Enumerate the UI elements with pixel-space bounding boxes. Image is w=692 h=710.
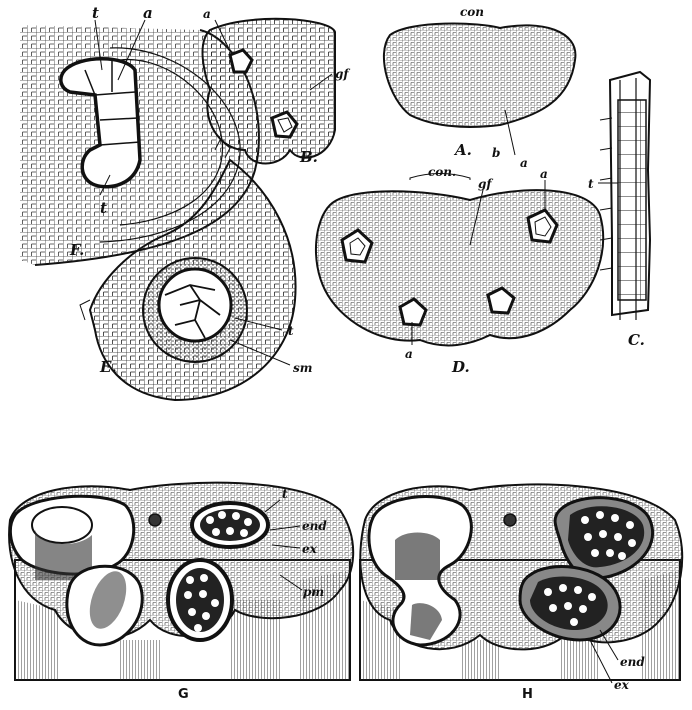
label-a: a <box>405 347 413 361</box>
label-gf: gf <box>335 67 350 81</box>
label-t: t <box>588 177 594 191</box>
label-ex: ex <box>614 678 630 692</box>
panel-d: con. gf a a D. <box>316 165 603 376</box>
panel-g: t end ex pm G <box>9 483 353 702</box>
label-sm: sm <box>293 361 312 375</box>
label-b: b <box>492 146 500 160</box>
label-t: t <box>282 487 288 501</box>
label-t: t <box>92 4 99 22</box>
panel-label-d: D. <box>451 358 470 376</box>
panel-label-e: E. <box>99 358 117 376</box>
label-gf: gf <box>478 177 493 191</box>
label-pm: pm <box>303 585 324 599</box>
panel-a: con A. b a <box>384 5 576 170</box>
panel-label-c: C. <box>628 331 645 349</box>
panel-label-g: G <box>178 687 189 702</box>
panel-label-a: A. <box>453 141 472 159</box>
label-a: a <box>203 7 211 21</box>
panel-label-b: B. <box>299 148 318 166</box>
label-a: a <box>143 4 153 22</box>
panel-b: a gf B. <box>203 7 351 166</box>
label-ex: ex <box>302 542 318 556</box>
panel-label-h: H <box>522 687 533 702</box>
label-end: end <box>620 655 645 669</box>
label-end: end <box>302 519 327 533</box>
label-con: con <box>460 5 484 19</box>
label-con: con. <box>428 165 456 179</box>
label-a: a <box>520 156 528 170</box>
label-a: a <box>540 167 548 181</box>
panel-h: end ex H <box>360 484 682 702</box>
panel-label-f: F. <box>69 241 84 259</box>
label-t: t <box>288 324 294 338</box>
label-t: t <box>100 199 107 217</box>
